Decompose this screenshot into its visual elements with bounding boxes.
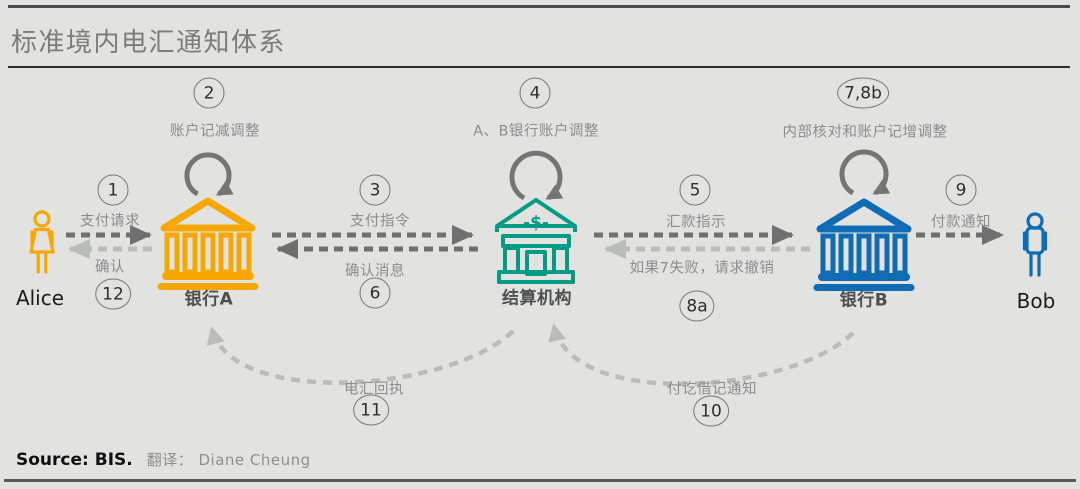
clearing-house-icon: -$- bbox=[495, 198, 577, 284]
top-rule bbox=[8, 5, 1070, 8]
step-label-3: 支付指令 bbox=[350, 213, 410, 230]
step-badge-10: 10 bbox=[693, 395, 729, 427]
step-label-4: A、B银行账户调整 bbox=[473, 123, 599, 140]
bank-b-label: 银行B bbox=[839, 290, 889, 311]
curve-11-wire-receipt bbox=[207, 326, 515, 385]
step-badge-12: 12 bbox=[95, 278, 131, 310]
footer: Source: BIS. 翻译： Diane Cheung bbox=[16, 449, 311, 470]
translator-text: 翻译： Diane Cheung bbox=[146, 451, 311, 469]
dollar-glyph: -$- bbox=[523, 213, 549, 233]
step-badge-6: 6 bbox=[359, 277, 391, 309]
curve-10-debit-notice bbox=[548, 323, 855, 387]
step-badge-7-8b: 7,8b bbox=[837, 77, 889, 109]
title-rule bbox=[8, 66, 1070, 68]
bob-person-icon bbox=[1022, 212, 1048, 277]
step-badge-4: 4 bbox=[519, 77, 551, 109]
step-badge-1: 1 bbox=[97, 174, 129, 206]
bottom-rule bbox=[4, 479, 1076, 482]
loop-bank-b bbox=[839, 149, 891, 196]
step-label-11: 电汇回执 bbox=[344, 381, 404, 398]
step-label-1: 支付请求 bbox=[80, 213, 140, 230]
step-badge-2: 2 bbox=[193, 77, 225, 109]
bank-a-label: 银行A bbox=[184, 289, 234, 310]
step-label-10: 付讫借记通知 bbox=[667, 381, 757, 398]
bank-b-icon bbox=[817, 202, 911, 288]
source-text: Source: BIS. bbox=[16, 450, 133, 470]
alice-label: Alice bbox=[15, 286, 65, 310]
clearing-label: 结算机构 bbox=[502, 288, 572, 309]
step-label-2: 账户记减调整 bbox=[170, 123, 260, 140]
step-badge-8a: 8a bbox=[679, 290, 715, 322]
page-title: 标准境内电汇通知体系 bbox=[11, 28, 287, 58]
step-label-6: 确认消息 bbox=[345, 263, 405, 280]
bank-a-icon bbox=[161, 201, 255, 287]
step-label-5: 汇款指示 bbox=[666, 214, 726, 231]
step-badge-9: 9 bbox=[945, 174, 977, 206]
step-badge-3: 3 bbox=[359, 174, 391, 206]
loop-bank-a bbox=[184, 152, 234, 197]
step-label-7-8b: 内部核对和账户记增调整 bbox=[782, 124, 948, 141]
loop-clearing bbox=[509, 150, 564, 201]
step-badge-5: 5 bbox=[679, 174, 711, 206]
step-label-12: 确认 bbox=[95, 259, 125, 276]
bob-label: Bob bbox=[1016, 289, 1056, 313]
step-label-8a: 如果7失败，请求撤销 bbox=[629, 260, 775, 277]
step-label-9: 付款通知 bbox=[931, 214, 991, 231]
step-badge-11: 11 bbox=[353, 394, 389, 426]
alice-person-icon bbox=[29, 210, 55, 274]
